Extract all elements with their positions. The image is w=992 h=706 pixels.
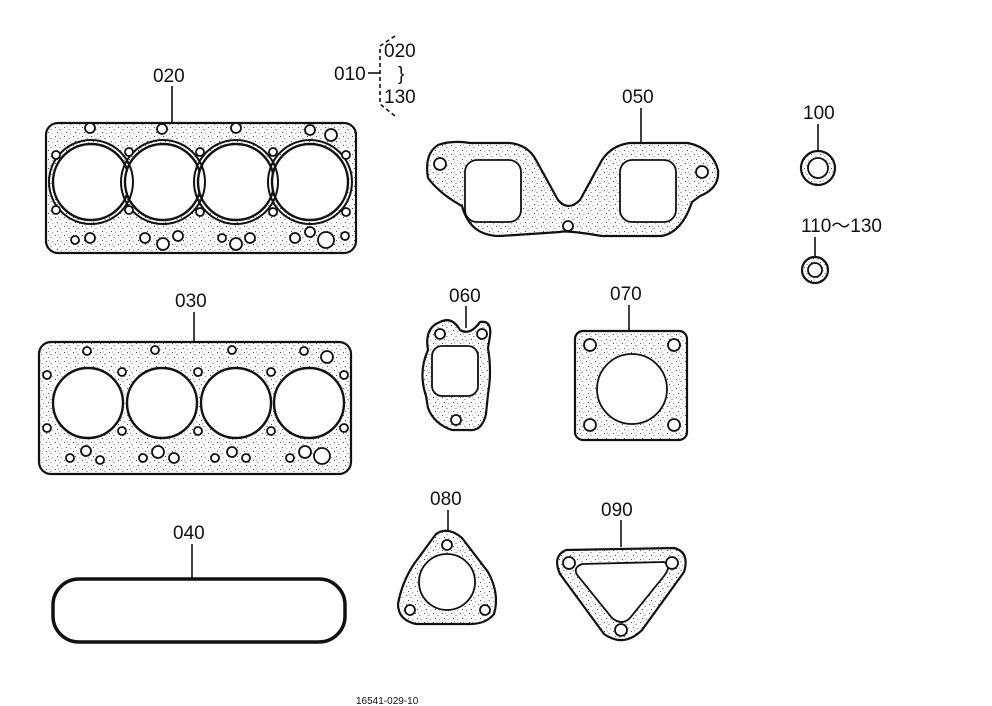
callout-label-080: 080 (430, 489, 462, 510)
assembly-callout-010: 010 020 } 130 (334, 35, 416, 117)
range-end-label: 130 (384, 87, 416, 108)
callout-label-020: 020 (153, 66, 185, 87)
callout-label-060: 060 (449, 286, 481, 307)
band-040-loop (51, 577, 347, 644)
range-bracket (379, 35, 396, 117)
cylinder-bore-1 (51, 142, 131, 222)
callout-label-110-130: 110～130 (801, 216, 882, 237)
callout-label-070: 070 (610, 284, 642, 305)
part-030-gasket: 030 (37, 291, 353, 476)
callout-label-050: 050 (622, 87, 654, 108)
drawing-code: 16541-029-10 (356, 696, 419, 706)
manifold-port-right (619, 159, 677, 223)
cylinder-bore-3 (196, 142, 276, 222)
range-tilde: } (398, 64, 404, 85)
part-040-band: 040 (51, 523, 347, 644)
part-050-manifold-gasket: 050 (426, 87, 720, 238)
callout-label-040: 040 (173, 523, 205, 544)
callout-label-100: 100 (803, 103, 835, 124)
callout-label-030: 030 (175, 291, 207, 312)
part-070-gasket: 070 (573, 284, 689, 442)
part-110-130-washer: 110～130 (800, 216, 882, 285)
part-100-washer: 100 (799, 103, 837, 187)
part-020-head-gasket: 020 (44, 66, 358, 255)
part-080-gasket: 080 (396, 489, 498, 626)
callout-label-090: 090 (601, 500, 633, 521)
manifold-port-left (464, 159, 522, 223)
part-090-gasket: 090 (555, 500, 687, 642)
cylinder-bore-2 (123, 142, 203, 222)
callout-label-010: 010 (334, 64, 366, 85)
range-start-label: 020 (384, 41, 416, 62)
cylinder-bore-4 (270, 142, 350, 222)
part-060-gasket: 060 (421, 286, 492, 432)
